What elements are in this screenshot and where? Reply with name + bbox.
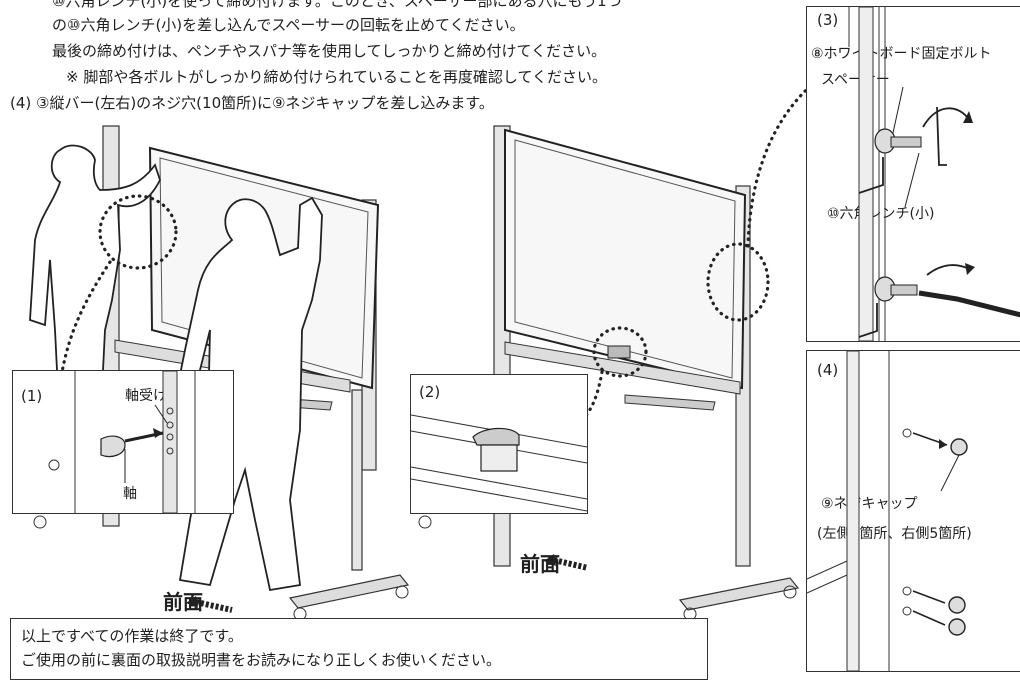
callout-1-number: (1) — [21, 387, 43, 405]
instruction-line-1: ⑩六角レンチ(小)を使って締め付けます。このとき、スペーサー部にある穴にもう1つ — [52, 0, 622, 10]
callout-1: (1) 軸受け 軸 — [12, 370, 234, 514]
instruction-line-4: ※ 脚部や各ボルトがしっかり締め付けられていることを再度確認してください。 — [66, 68, 607, 86]
label-hex-wrench: ⑩六角レンチ(小) — [827, 206, 935, 222]
callout-2-number: (2) — [419, 383, 441, 401]
left-stand-drawing — [29, 125, 410, 621]
callout-4-number: (4) — [817, 361, 839, 379]
label-shaft: 軸 — [123, 486, 137, 502]
completion-note-line-1: 以上ですべての作業は終了です。 — [21, 627, 243, 645]
callout-2: (2) — [410, 374, 588, 514]
callout-4: (4) ⑨ネジキャップ (左側5箇所、右側5箇所) — [806, 350, 1020, 672]
callout-3: (3) ⑧ホワイトボード固定ボルト スペーサー ⑩六角レンチ(小) — [806, 6, 1020, 342]
completion-note-box: 以上ですべての作業は終了です。 ご使用の前に裏面の取扱説明書をお読みになり正しく… — [10, 618, 708, 680]
label-screw-cap: ⑨ネジキャップ — [821, 496, 918, 512]
instruction-line-2: の⑩六角レンチ(小)を差し込んでスペーサーの回転を止めてください。 — [52, 16, 525, 34]
completion-note-line-2: ご使用の前に裏面の取扱説明書をお読みになり正しくお使いください。 — [21, 651, 502, 669]
instruction-line-5: (4) ③縦バー(左右)のネジ穴(10箇所)に⑨ネジキャップを差し込みます。 — [10, 94, 494, 112]
front-arrows — [186, 554, 589, 613]
label-whiteboard-bolt: ⑧ホワイトボード固定ボルト — [811, 46, 992, 62]
instruction-line-3: 最後の締め付けは、ペンチやスパナ等を使用してしっかりと締め付けてください。 — [52, 42, 607, 60]
label-bearing: 軸受け — [125, 388, 167, 404]
center-stand-drawing — [418, 80, 817, 621]
assembly-illustration — [29, 80, 817, 621]
callout-3-number: (3) — [817, 11, 839, 29]
front-label-center: 前面 — [520, 552, 560, 576]
